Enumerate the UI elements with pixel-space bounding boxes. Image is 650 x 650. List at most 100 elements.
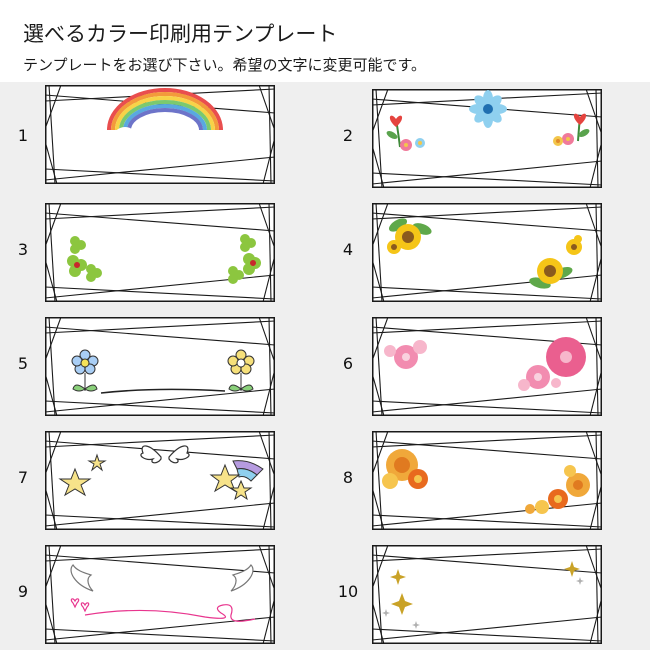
page-subtitle: テンプレートをお選び下さい。希望の文字に変更可能です。 [23,56,427,74]
template-number-8: 8 [342,468,354,487]
frame-line [48,317,56,416]
frame-line [595,89,599,188]
card-frame [45,545,275,644]
template-card-2[interactable] [372,89,602,188]
sunflower-left-icon [387,218,432,254]
frame-line [262,136,275,184]
frame-line [268,203,272,302]
rainbow-icon [107,88,223,131]
frame-line [45,156,275,181]
blue-doodle-flower-icon [71,349,99,392]
frame-line [589,596,602,644]
frame-line [372,388,602,413]
wing-left-icon [70,564,94,592]
frame-line [589,254,602,302]
card-frame [372,431,602,530]
template-number-10: 10 [337,582,359,601]
frame-line [585,89,602,136]
template-card-6[interactable] [372,317,602,416]
frame-line [372,286,602,300]
frame-line [45,212,275,232]
template-gallery: 1 2 3 4 5 6 7 8 9 10 [0,82,650,650]
frame-line [372,206,602,220]
blue-flower-icon [469,90,507,128]
template-card-1[interactable] [45,85,275,184]
frame-line [45,554,275,574]
frame-line [372,274,602,299]
template-number-2: 2 [342,126,354,145]
template-card-3[interactable] [45,203,275,302]
frame-line [45,431,62,476]
frame-line [45,85,62,130]
frame-line [372,616,602,641]
frame-line [45,400,275,414]
frame-line [268,85,272,184]
template-number-4: 4 [342,240,354,259]
frame-line [375,431,383,530]
frame-line [258,203,275,250]
heart-flower-right-icon [553,113,590,146]
frame-line [45,317,62,362]
frame-line [268,431,272,530]
sakura-left-icon [384,340,427,369]
frame-line [45,203,62,248]
frame-line [589,482,602,530]
frame-line [372,545,389,590]
frame-line [375,89,383,188]
template-number-3: 3 [17,240,29,259]
frame-line [585,545,602,592]
frame-line [595,203,599,302]
sakura-right-icon [518,337,586,391]
frame-line [585,203,602,250]
card-frame [45,317,275,416]
frame-line [45,326,275,346]
frame-line [48,431,56,530]
frame-line [45,502,275,527]
frame-line [45,286,275,300]
template-card-4[interactable] [372,203,602,302]
frame-line [375,545,383,644]
frame-line [589,368,602,416]
frame-line [45,206,275,220]
frame-line [372,548,602,562]
frame-line [258,317,275,364]
template-card-5[interactable] [45,317,275,416]
template-card-9[interactable] [45,545,275,644]
frame-line [372,440,602,460]
page-title: 選べるカラー印刷用テンプレート [23,22,338,46]
sunflower-right-icon [529,235,582,289]
frame-line [372,317,389,362]
chrysanthemum-right-icon [525,465,590,514]
frame-line [372,554,602,574]
frame-line [262,482,275,530]
doodle-underline [100,388,226,394]
frame-line [372,320,602,334]
frame-line [45,545,62,590]
template-number-1: 1 [17,126,29,145]
frame-line [372,89,389,134]
frame-line [372,203,389,248]
chrysanthemum-left-icon [382,449,428,489]
template-card-10[interactable] [372,545,602,644]
frame-line [595,317,599,416]
cloud-icon [93,127,232,166]
frame-line [268,545,272,644]
frame-line [372,628,602,642]
frame-line [372,431,389,476]
frame-line [45,168,275,182]
frame-line [595,431,599,530]
frame-line [372,514,602,528]
frame-line [372,212,602,232]
template-card-7[interactable] [45,431,275,530]
frame-line [375,317,383,416]
wings-icon [140,445,190,464]
frame-line [258,431,275,478]
clover-right-icon [228,234,261,284]
frame-line [268,317,272,416]
frame-line [595,545,599,644]
frame-line [48,203,56,302]
template-number-5: 5 [17,354,29,373]
template-card-8[interactable] [372,431,602,530]
frame-line [585,317,602,364]
heart-doodle-icon [70,598,256,622]
